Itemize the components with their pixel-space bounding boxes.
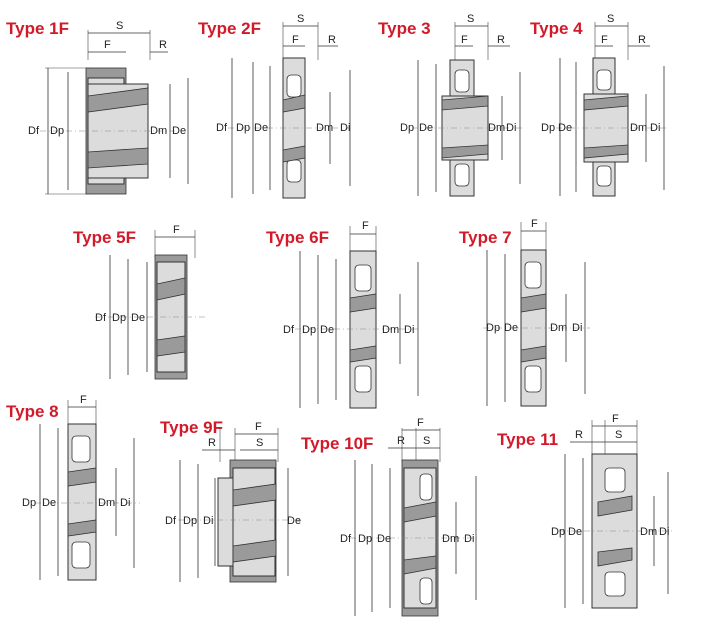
type-2f-de-label: De (254, 122, 268, 134)
type-4-dp-label: Dp (541, 122, 555, 134)
type-1f-de-label: De (172, 125, 186, 137)
type-11-r-label: R (575, 429, 583, 441)
type-5f-diagram: F Df Dp De (95, 224, 205, 380)
type-3-diagram: S F R Dp De Dm Di (400, 13, 525, 197)
type-7-title: Type 7 (459, 228, 512, 247)
type-9f-dp-label: Dp (183, 515, 197, 527)
type-9f-di-label: Di (203, 515, 213, 527)
type-7-f-label: F (531, 218, 538, 230)
type-5f-df-label: Df (95, 312, 107, 324)
type-7-de-label: De (504, 322, 518, 334)
type-1f-df-label: Df (28, 125, 40, 137)
type-1f-diagram: S F R Df Dp Dm De (28, 20, 189, 195)
type-1f-dm-label: Dm (150, 125, 167, 137)
type-4-r-label: R (638, 34, 646, 46)
type-10f-df-label: Df (340, 533, 352, 545)
type-1f-title: Type 1F (6, 19, 69, 38)
type-2f-df-label: Df (216, 122, 228, 134)
type-8-f-label: F (80, 394, 87, 406)
type-6f-title: Type 6F (266, 228, 329, 247)
type-9f-r-label: R (208, 437, 216, 449)
type-10f-dm-label: Dm (442, 533, 459, 545)
type-6f-diagram: F Df Dp De Dm Di (283, 220, 420, 409)
type-4-de-label: De (558, 122, 572, 134)
type-2f-r-label: R (328, 34, 336, 46)
type-11-f-label: F (612, 413, 619, 425)
type-3-s-label: S (467, 13, 474, 25)
type-8-dm-label: Dm (98, 497, 115, 509)
type-7-dm-label: Dm (550, 322, 567, 334)
type-2f-f-label: F (292, 34, 299, 46)
type-8-di-label: Di (120, 497, 130, 509)
type-10f-f-label: F (417, 417, 424, 429)
type-10f-title: Type 10F (301, 434, 374, 453)
type-6f-de-label: De (320, 324, 334, 336)
type-11-s-label: S (615, 429, 622, 441)
type-5f-de-label: De (131, 312, 145, 324)
type-9f-title: Type 9F (160, 418, 223, 437)
type-11-dp-label: Dp (551, 526, 565, 538)
type-2f-s-label: S (297, 13, 304, 25)
type-2f-dp-label: Dp (236, 122, 250, 134)
type-10f-s-label: S (423, 435, 430, 447)
type-4-di-label: Di (650, 122, 660, 134)
type-6f-di-label: Di (404, 324, 414, 336)
type-2f-diagram: S F R Df Dp De Dm Di (216, 13, 351, 199)
type-8-diagram: F Dp De Dm Di (22, 394, 140, 581)
type-3-dp-label: Dp (400, 122, 414, 134)
type-10f-de-label: De (377, 533, 391, 545)
type-11-de-label: De (568, 526, 582, 538)
type-3-de-label: De (419, 122, 433, 134)
type-5f-dp-label: Dp (112, 312, 126, 324)
type-11-di-label: Di (659, 526, 669, 538)
type-3-di-label: Di (506, 122, 516, 134)
type-6f-dm-label: Dm (382, 324, 399, 336)
type-9f-de-label: De (287, 515, 301, 527)
type-5f-title: Type 5F (73, 228, 136, 247)
type-8-dp-label: Dp (22, 497, 36, 509)
type-1f-dp-label: Dp (50, 125, 64, 137)
type-9f-diagram: F R S Df Dp Di De (165, 421, 301, 583)
type-11-title: Type 11 (497, 430, 559, 449)
type-2f-title: Type 2F (198, 19, 261, 38)
type-8-title: Type 8 (6, 402, 59, 421)
type-4-title: Type 4 (530, 19, 583, 38)
type-3-r-label: R (497, 34, 505, 46)
type-4-dm-label: Dm (630, 122, 647, 134)
type-3-title: Type 3 (378, 19, 431, 38)
type-7-diagram: F Dp De Dm Di (483, 218, 590, 407)
type-11-dm-label: Dm (640, 526, 657, 538)
type-3-f-label: F (461, 34, 468, 46)
type-3-dm-label: Dm (488, 122, 505, 134)
type-6f-dp-label: Dp (302, 324, 316, 336)
type-6f-f-label: F (362, 220, 369, 232)
type-4-f-label: F (601, 34, 608, 46)
type-4-diagram: S F R Dp De Dm Di (541, 13, 668, 197)
type-7-dp-label: Dp (486, 322, 500, 334)
type-9f-s-label: S (256, 437, 263, 449)
type-5f-f-label: F (173, 224, 180, 236)
type-7-di-label: Di (572, 322, 582, 334)
type-4-s-label: S (607, 13, 614, 25)
type-2f-dm-label: Dm (316, 122, 333, 134)
type-1f-f-label: F (104, 39, 111, 51)
type-11-diagram: F R S Dp De Dm Di (551, 413, 672, 609)
type-8-de-label: De (42, 497, 56, 509)
type-10f-diagram: F R S Df Dp De Dm Di (340, 417, 480, 617)
type-10f-dp-label: Dp (358, 533, 372, 545)
type-9f-f-label: F (255, 421, 262, 433)
type-9f-df-label: Df (165, 515, 177, 527)
type-10f-di-label: Di (464, 533, 474, 545)
type-2f-di-label: Di (340, 122, 350, 134)
type-1f-s-label: S (116, 20, 123, 32)
type-1f-r-label: R (159, 39, 167, 51)
type-10f-r-label: R (397, 435, 405, 447)
type-6f-df-label: Df (283, 324, 295, 336)
